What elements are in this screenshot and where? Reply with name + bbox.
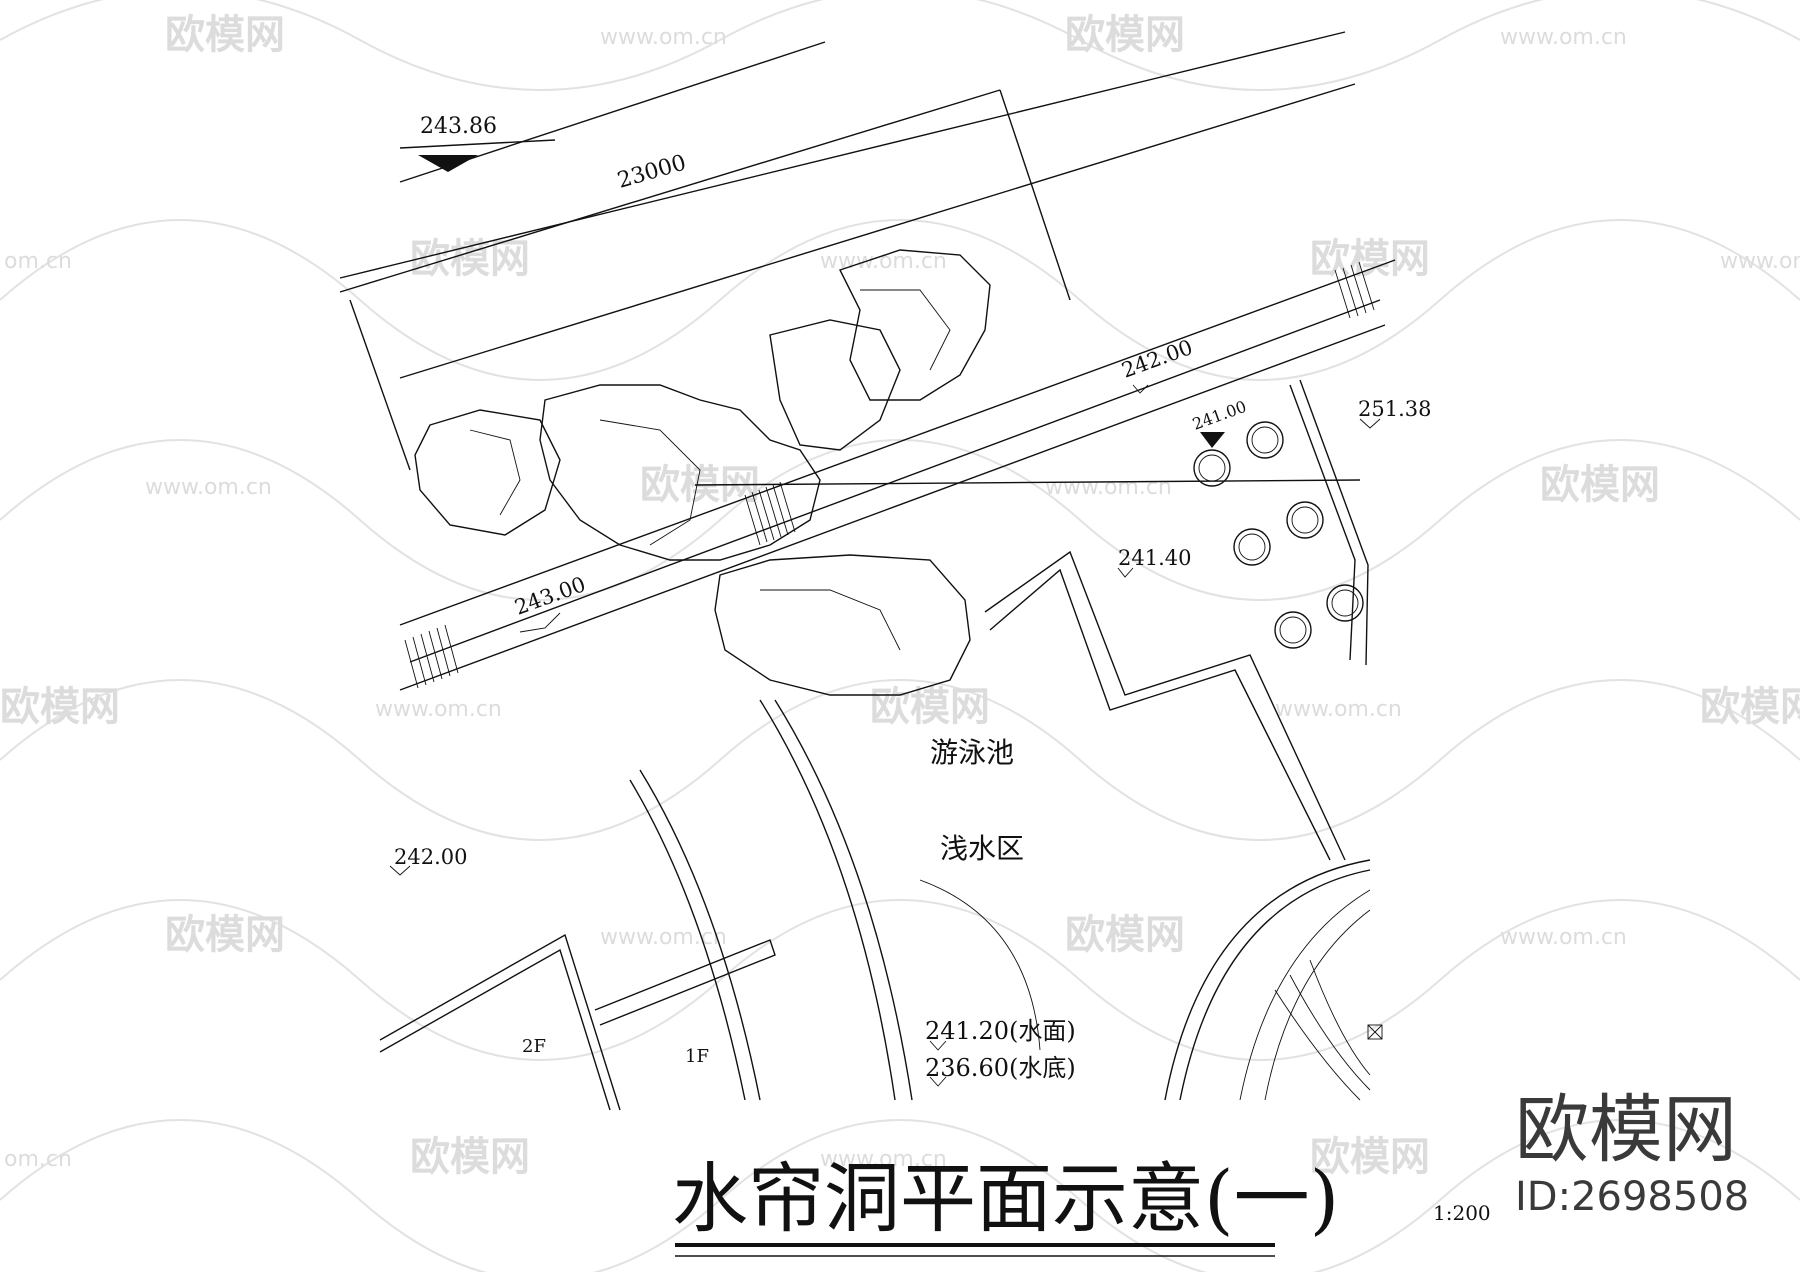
drawing-scale: 1:200 <box>1433 1201 1491 1225</box>
watermark-url: www.om.cn <box>1720 249 1800 274</box>
elevation-label: 242.00 <box>394 845 467 869</box>
elevation-label: 242.00 <box>1119 335 1196 383</box>
brand-logo-text: 欧模网 <box>1515 1087 1737 1173</box>
buildings <box>379 933 776 1111</box>
watermark-brand: 欧模网 <box>410 1134 530 1180</box>
watermark-brand: 欧模网 <box>165 912 285 958</box>
elevation-markers <box>389 139 1381 1087</box>
watermark-brand: 欧模网 <box>410 236 530 282</box>
watermark-url: www.om.cn <box>1045 475 1172 500</box>
curved-edges <box>629 699 1383 1101</box>
watermark-brand: 欧模网 <box>1540 462 1660 508</box>
upper-band <box>339 31 1356 471</box>
pool-label: 游泳池 <box>930 736 1014 769</box>
dimension-label: 23000 <box>615 150 689 193</box>
watermark-url: www.om.cn <box>1500 925 1627 950</box>
stepping-stones <box>1193 421 1364 649</box>
floor-label-1f: 1F <box>685 1046 709 1067</box>
zone-labels: 游泳池 浅水区 2F 1F <box>522 736 1024 1067</box>
watermark-brand: 欧模网 <box>0 684 120 730</box>
drawing-title: 水帘洞平面示意(一) <box>672 1154 1339 1243</box>
watermark-brand: 欧模网 <box>165 12 285 58</box>
shallow-zone-label: 浅水区 <box>940 832 1024 865</box>
elevation-label: 241.40 <box>1118 546 1191 570</box>
elevation-label: 241.20(水面) <box>925 1017 1076 1045</box>
pool-outline <box>984 379 1369 861</box>
walkway <box>399 259 1396 691</box>
brand-stamp: 欧模网 ID:2698508 <box>1515 1087 1749 1220</box>
watermark-url-short: om.cn <box>4 249 72 274</box>
watermark-brand: 欧模网 <box>1065 12 1185 58</box>
watermark-brand: 欧模网 <box>1700 684 1800 730</box>
watermark-url: www.om.cn <box>1500 25 1627 50</box>
elevation-label: 236.60(水底) <box>925 1054 1076 1082</box>
watermark-url: www.om.cn <box>375 697 502 722</box>
floor-label-2f: 2F <box>522 1036 546 1057</box>
asset-id: ID:2698508 <box>1515 1174 1749 1220</box>
watermark-brand: 欧模网 <box>1310 236 1430 282</box>
elevation-label: 241.00 <box>1190 397 1249 434</box>
drawing-title-block: 水帘洞平面示意(一) 1:200 <box>672 1154 1491 1257</box>
watermark-brand: 欧模网 <box>1065 912 1185 958</box>
rockery <box>414 249 991 696</box>
watermark-url: www.om.cn <box>145 475 272 500</box>
watermark-url: www.om.cn <box>600 25 727 50</box>
elevation-label: 251.38 <box>1358 397 1431 421</box>
watermark-brand: 欧模网 <box>870 684 990 730</box>
watermark-url: www.om.cn <box>600 925 727 950</box>
elevation-label: 243.86 <box>420 114 497 139</box>
watermark-url: www.om.cn <box>820 1147 947 1172</box>
watermark-brand: 欧模网 <box>1310 1134 1430 1180</box>
watermark-url-short: om.cn <box>4 1147 72 1172</box>
watermark-url: www.om.cn <box>1275 697 1402 722</box>
